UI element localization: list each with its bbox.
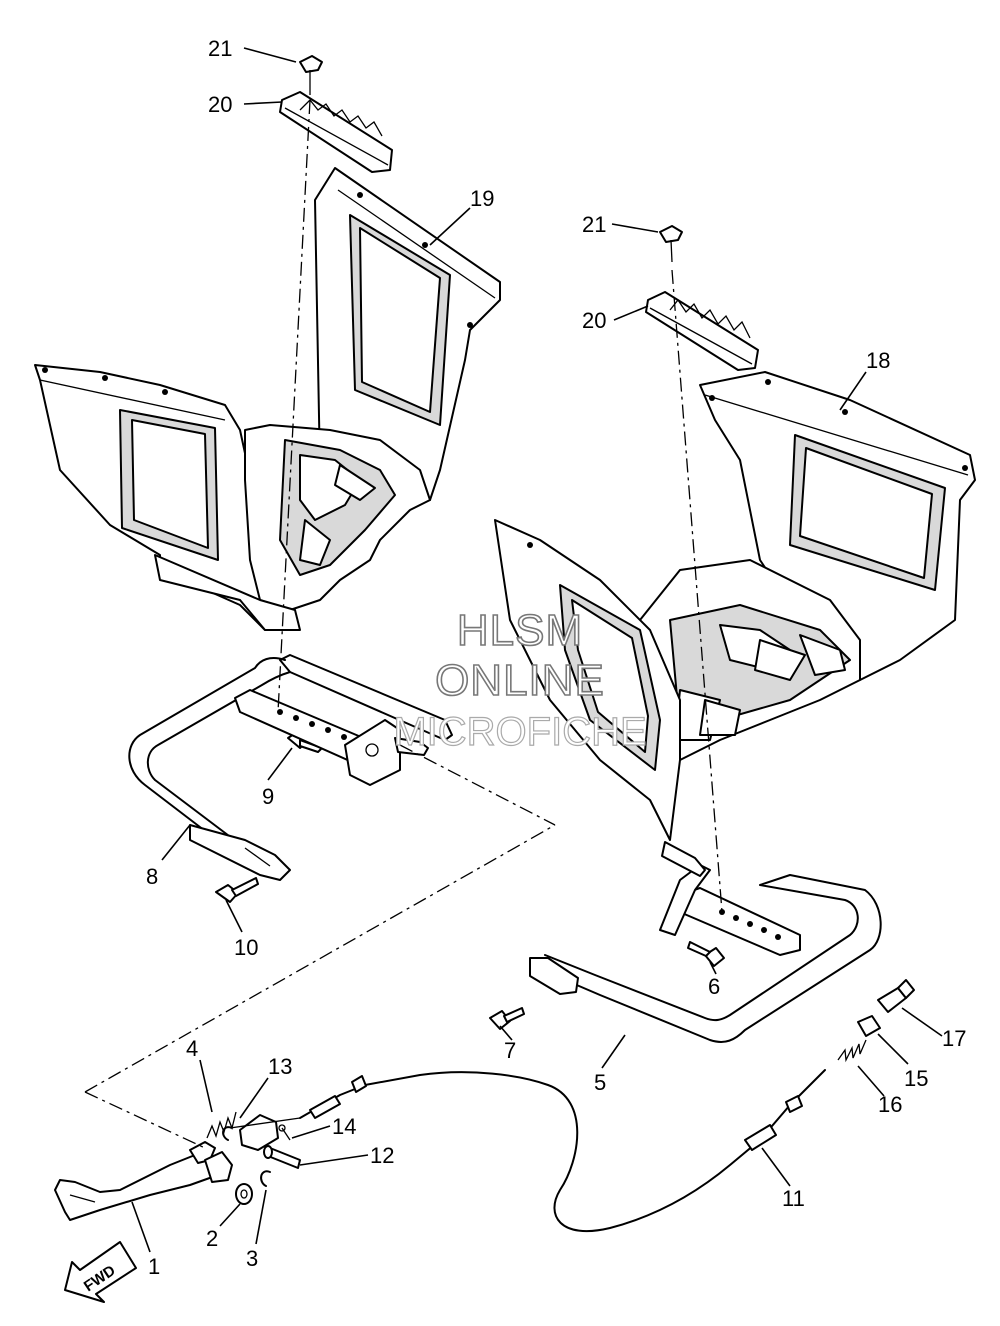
callout-1: 1 xyxy=(148,1254,160,1279)
cable-end-17 xyxy=(877,979,915,1013)
left-frame-holes xyxy=(277,709,347,740)
bolt-7 xyxy=(489,1007,525,1030)
callout-11: 11 xyxy=(782,1186,805,1211)
callout-18: 18 xyxy=(866,348,890,373)
callout-3: 3 xyxy=(246,1246,258,1271)
brake-cable xyxy=(229,1069,826,1233)
pin-12 xyxy=(263,1145,301,1169)
left-peg-rubber xyxy=(279,91,393,173)
watermark-line-3: MICROFICHE xyxy=(393,710,646,754)
left-guard-holes xyxy=(42,192,473,395)
left-footrest-frame xyxy=(128,654,453,881)
callout-21-right: 21 xyxy=(582,212,606,237)
callout-17: 17 xyxy=(942,1026,966,1051)
right-peg-rubber xyxy=(645,291,759,371)
forward-direction-arrow: FWD xyxy=(64,1241,137,1303)
cotter-pin-14 xyxy=(278,1124,291,1141)
callout-10: 10 xyxy=(234,935,258,960)
callout-4: 4 xyxy=(186,1036,198,1061)
circlip-3 xyxy=(260,1170,271,1187)
callout-14: 14 xyxy=(332,1114,356,1139)
callout-20-right: 20 xyxy=(582,308,606,333)
right-footrest-frame xyxy=(529,841,882,1043)
callout-labels: 21 20 19 21 20 18 9 8 10 6 7 5 4 13 14 1… xyxy=(146,36,966,1279)
callout-21-left: 21 xyxy=(208,36,232,61)
collar-15 xyxy=(857,1015,881,1037)
brake-pedal xyxy=(54,1141,233,1221)
callout-6: 6 xyxy=(708,974,720,999)
leader-lines xyxy=(131,47,943,1253)
callout-5: 5 xyxy=(594,1070,606,1095)
callout-15: 15 xyxy=(904,1066,928,1091)
callout-16: 16 xyxy=(878,1092,902,1117)
spring-16 xyxy=(837,1039,867,1063)
callout-13: 13 xyxy=(268,1054,292,1079)
bolt-21-right xyxy=(659,225,683,263)
callout-9: 9 xyxy=(262,784,274,809)
watermark-line-1: HLSM xyxy=(457,606,583,655)
callout-19: 19 xyxy=(470,186,494,211)
bolt-6 xyxy=(687,941,725,967)
callout-7: 7 xyxy=(504,1038,516,1063)
callout-2: 2 xyxy=(206,1226,218,1251)
callout-12: 12 xyxy=(370,1143,394,1168)
callout-8: 8 xyxy=(146,864,158,889)
watermark-line-2: ONLINE xyxy=(435,656,605,705)
right-frame-holes xyxy=(719,909,781,940)
right-guard-holes xyxy=(527,379,968,548)
washer-2 xyxy=(235,1183,253,1205)
spring-4 xyxy=(206,1111,237,1139)
left-footrest-guard xyxy=(34,167,501,631)
bolt-10 xyxy=(215,877,259,903)
clevis-13 xyxy=(222,1114,279,1151)
bolt-21-left xyxy=(299,55,323,95)
watermark: HLSM ONLINE MICROFICHE xyxy=(393,605,648,754)
callout-20-left: 20 xyxy=(208,92,232,117)
right-footrest-guard xyxy=(494,371,976,841)
alignment-lines xyxy=(84,99,723,1149)
